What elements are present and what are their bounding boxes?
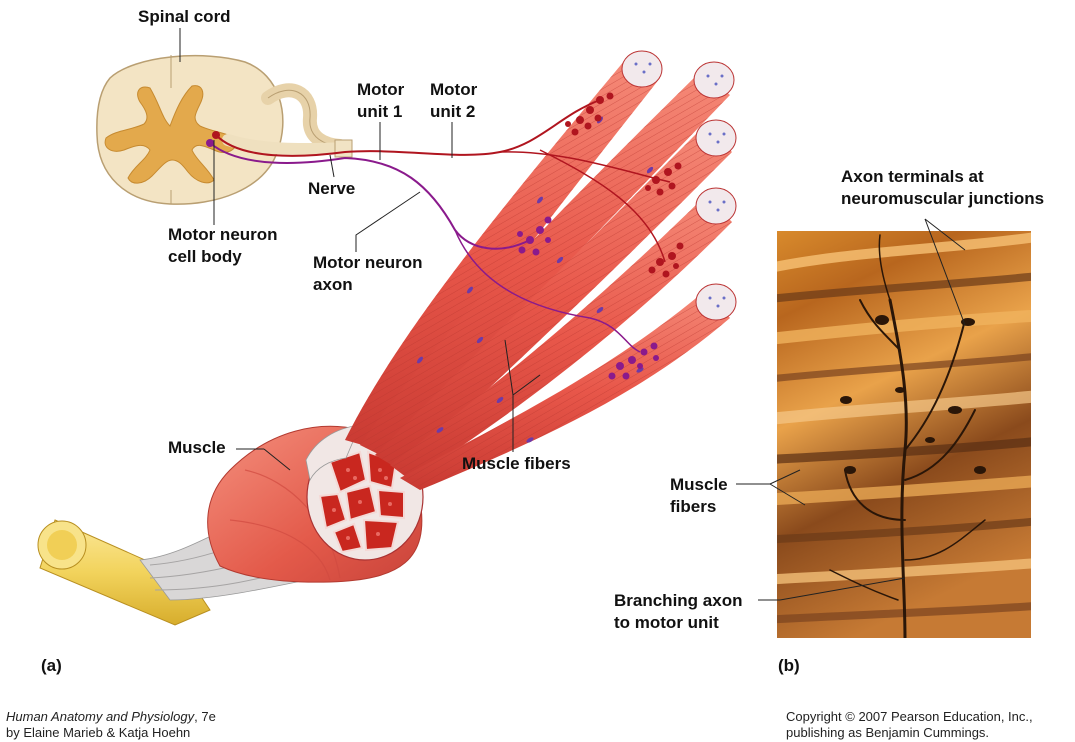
book-edition: , 7e [194,709,216,724]
copyright-notice: Copyright © 2007 Pearson Education, Inc.… [786,709,1033,740]
motor-unit-2-terminals [517,216,659,380]
nerve [222,134,351,156]
muscle-fibers [345,50,737,490]
motor-unit-1-axon [215,99,671,263]
book-authors: by Elaine Marieb & Katja Hoehn [6,725,191,740]
muscle-fibers-label-a: Muscle fibers [462,454,571,473]
book-credit: Human Anatomy and Physiology, 7e by Elai… [6,709,216,741]
micrograph-panel [777,231,1031,638]
spinal-cord-label: Spinal cord [138,7,231,26]
motor-unit-1-terminals [565,92,684,278]
panel-b-label: (b) [778,656,800,675]
muscle-fiber-1 [345,50,663,450]
panel-a-label: (a) [41,656,62,675]
muscle-fiber-5 [400,283,737,490]
muscle-fiber-4 [390,187,737,480]
muscle-fiber-2 [360,61,735,460]
muscle-fiber-3 [375,119,737,470]
book-title: Human Anatomy and Physiology [6,709,195,724]
nerve-label: Nerve [308,179,356,198]
muscle-label: Muscle [168,438,226,457]
spinal-cord [96,55,347,205]
motor-unit-2-axon [209,142,641,353]
leader-lines [179,28,966,601]
